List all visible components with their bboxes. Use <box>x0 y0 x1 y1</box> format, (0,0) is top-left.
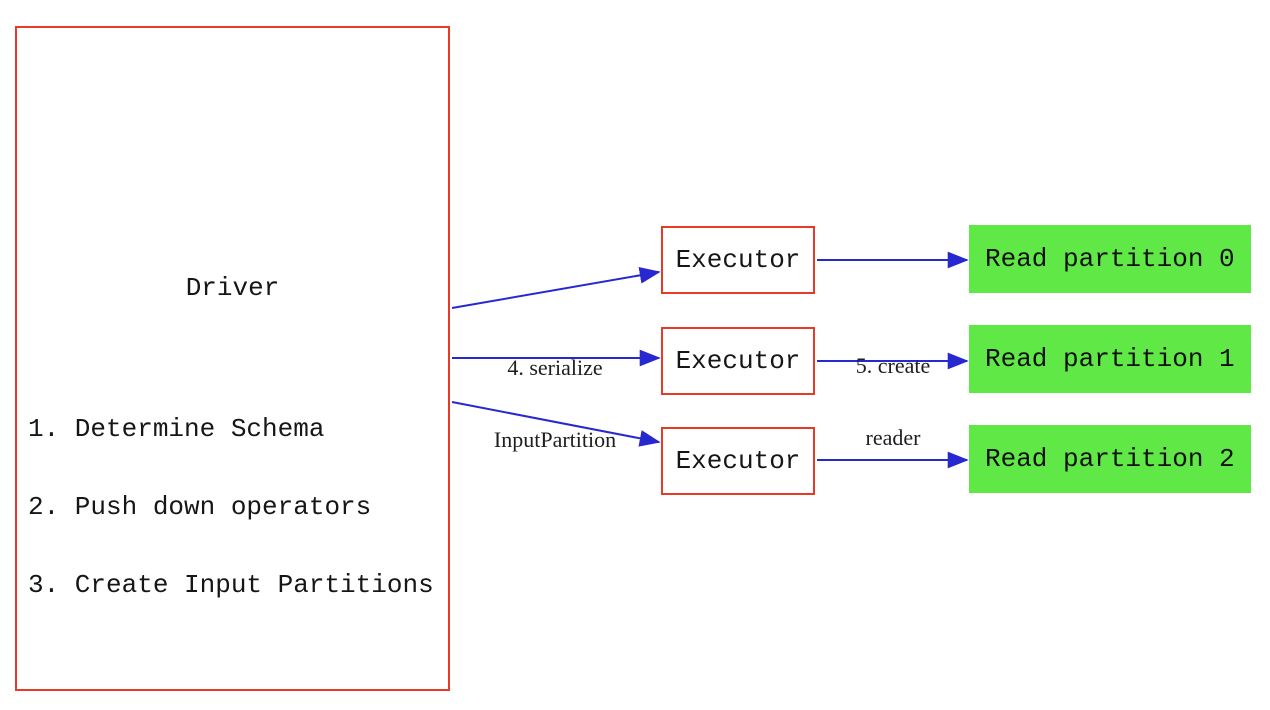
driver-title: Driver <box>185 273 280 303</box>
driver-step-2: 2. Push down operators <box>28 492 372 522</box>
executor-box-2: Executor <box>661 327 815 395</box>
partition-label: Read partition 0 <box>985 244 1235 274</box>
executor-box-3: Executor <box>661 427 815 495</box>
partition-label: Read partition 2 <box>985 444 1235 474</box>
label-reader-line2: reader <box>865 425 921 450</box>
executor-label: Executor <box>675 446 801 476</box>
executor-label: Executor <box>675 245 801 275</box>
driver-step-3: 3. Create Input Partitions <box>28 570 434 600</box>
executor-label: Executor <box>675 346 801 376</box>
label-serialize-line2: InputPartition <box>493 427 617 452</box>
read-partition-box-0: Read partition 0 <box>969 225 1251 293</box>
driver-step-1: 1. Determine Schema <box>28 414 325 444</box>
driver-steps: 1. Determine Schema 2. Push down operato… <box>28 364 434 650</box>
label-reader-line1: 5. create <box>855 353 931 378</box>
read-partition-box-1: Read partition 1 <box>969 325 1251 393</box>
label-serialize-line1: 4. serialize <box>507 355 603 380</box>
driver-box: Driver 1. Determine Schema 2. Push down … <box>15 26 450 691</box>
label-create-reader: 5. create reader <box>820 306 966 498</box>
executor-box-1: Executor <box>661 226 815 294</box>
partition-label: Read partition 1 <box>985 344 1235 374</box>
label-serialize-inputpartition: 4. serialize InputPartition <box>452 308 658 500</box>
arrow-driver-to-executor-1 <box>451 267 661 309</box>
read-partition-box-2: Read partition 2 <box>969 425 1251 493</box>
